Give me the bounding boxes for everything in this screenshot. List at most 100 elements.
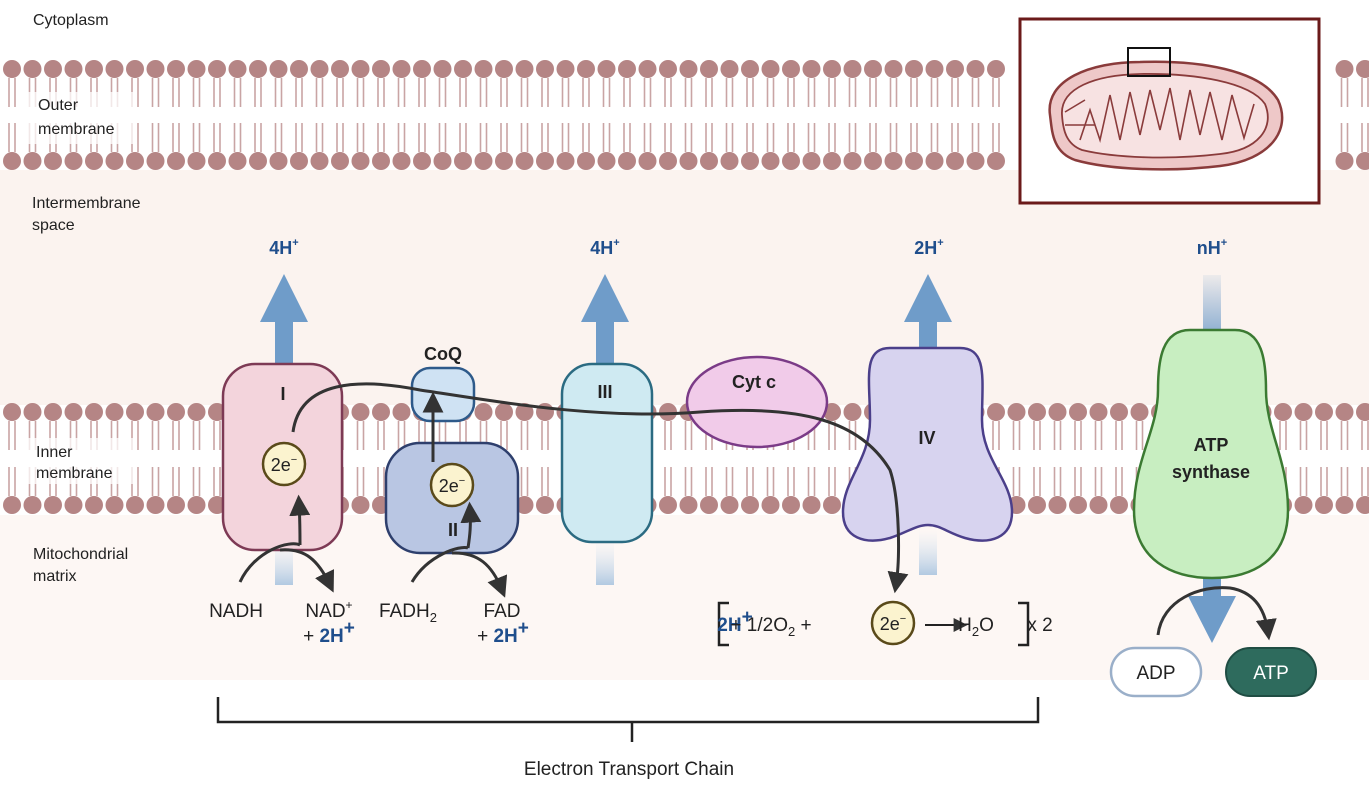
proton-arrow-c3 [581, 274, 629, 585]
lipid-head [720, 152, 739, 170]
lipid-head [228, 152, 247, 170]
lipid-head [597, 152, 616, 170]
adp-to-atp-arrow [1156, 586, 1277, 641]
lipid-head [167, 60, 185, 78]
lipid-head [208, 496, 226, 514]
lipid-head [679, 152, 698, 170]
cytochrome-c [685, 355, 829, 449]
complex-iv-label: IV [918, 428, 935, 448]
lipid-head [925, 152, 944, 170]
lipid-head [761, 152, 780, 170]
nad-2h-label: + 2H+ [303, 618, 355, 647]
lipid-head [618, 60, 636, 78]
lipid-head [392, 60, 411, 78]
lipid-head [864, 152, 882, 170]
mitochondrion-inset [1018, 17, 1321, 205]
outer-membrane [3, 60, 1369, 170]
equation-times-two: x 2 [1027, 615, 1052, 636]
outer-membrane-label-bg [28, 92, 133, 144]
lipid-head [208, 403, 226, 421]
inner-membrane-label-bg [28, 438, 133, 484]
lipid-head [1028, 496, 1046, 514]
lipid-head [659, 60, 677, 78]
atp-label: ATP [1253, 663, 1289, 684]
lipid-head [966, 152, 985, 170]
lipid-head [64, 496, 83, 514]
equation-bracket-right [1018, 601, 1030, 647]
lipid-head [146, 60, 165, 78]
lipid-head [208, 152, 226, 170]
matrix-label-line1: Mitochondrial [33, 546, 128, 563]
lipid-head [1110, 403, 1128, 421]
lipid-head [987, 60, 1005, 78]
lipid-head [3, 60, 21, 78]
fad-label: FAD [484, 601, 521, 622]
lipid-head [269, 60, 288, 78]
coq-label: CoQ [424, 344, 462, 364]
lipid-head [597, 60, 616, 78]
lipid-head [1356, 496, 1369, 514]
lipid-head [310, 60, 329, 78]
lipid-head [85, 60, 103, 78]
lipid-head [905, 60, 923, 78]
lipid-head [187, 152, 206, 170]
complex-iii-label: III [597, 382, 612, 402]
lipid-head [3, 496, 21, 514]
lipid-head [433, 152, 452, 170]
lipid-head [44, 60, 62, 78]
svg-text:2e−: 2e− [439, 475, 465, 496]
lipid-head [925, 60, 944, 78]
lipid-head [351, 60, 370, 78]
lipid-head [351, 152, 370, 170]
lipid-head [782, 152, 800, 170]
lipid-head [495, 152, 513, 170]
lipid-head [843, 60, 862, 78]
lipid-head [372, 152, 390, 170]
lipid-head [23, 496, 42, 514]
lipid-head [146, 403, 165, 421]
mitochondrion-matrix [1061, 73, 1269, 159]
lipid-head [392, 152, 411, 170]
lipid-head [167, 152, 185, 170]
atp-synthase [1132, 328, 1290, 580]
lipid-head [536, 496, 554, 514]
lipid-head [187, 403, 206, 421]
lipid-head [782, 60, 800, 78]
lipid-head [884, 60, 903, 78]
lipid-head [843, 152, 862, 170]
lipid-head [720, 496, 739, 514]
lipid-head [659, 152, 677, 170]
lipid-head [454, 60, 472, 78]
lipid-head [126, 152, 144, 170]
lipid-head [474, 60, 493, 78]
lipid-head [1048, 403, 1067, 421]
equation-bracket-left [717, 601, 729, 647]
lipid-head [85, 496, 103, 514]
lipid-head [495, 60, 513, 78]
lipid-head [495, 403, 513, 421]
lipid-head [351, 403, 370, 421]
lipid-head [556, 60, 575, 78]
lipid-head [249, 152, 267, 170]
lipid-head [1335, 496, 1354, 514]
lipid-head [905, 152, 923, 170]
lipid-head [700, 60, 718, 78]
lipid-head [823, 60, 841, 78]
lipid-head [577, 60, 595, 78]
lipid-head [105, 403, 124, 421]
lipid-head [659, 403, 677, 421]
etc-label: Electron Transport Chain [524, 759, 734, 780]
atp-synthase-label-line2: synthase [1172, 462, 1250, 482]
lipid-head [290, 152, 308, 170]
lipid-head [802, 152, 821, 170]
proton-label-atp: nH+ [1197, 237, 1227, 258]
outer-membrane-label-line2: membrane [38, 121, 115, 138]
proton-label-c1: 4H+ [269, 237, 298, 258]
lipid-head [331, 152, 349, 170]
lipid-head [454, 152, 472, 170]
lipid-head [1130, 403, 1149, 421]
matrix-label-line2: matrix [33, 568, 77, 585]
lipid-head [700, 496, 718, 514]
lipid-head [761, 60, 780, 78]
